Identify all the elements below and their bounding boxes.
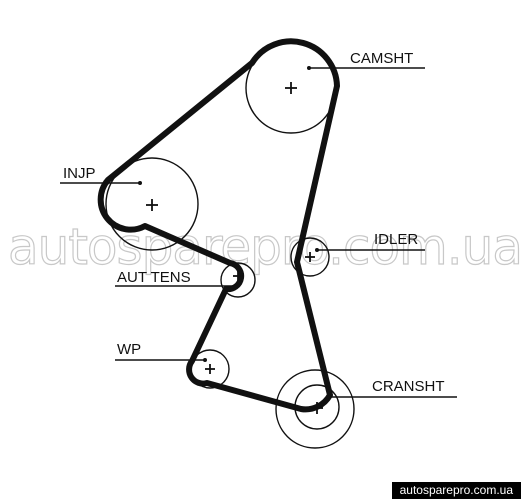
- water-pump-callout: WP: [115, 341, 207, 362]
- injection-pump-label: INJP: [63, 165, 96, 182]
- timing-belt: [97, 38, 340, 413]
- idler-pulley: [290, 237, 330, 277]
- footer-watermark-tag[interactable]: autosparepro.com.ua: [391, 482, 521, 499]
- water-pump-leader-dot: [203, 358, 207, 362]
- auto-tensioner-pulley-outline: [220, 262, 256, 298]
- injection-pump-leader-dot: [138, 181, 142, 185]
- watermark-text: autosparepro.com.ua: [8, 218, 521, 276]
- auto-tensioner-center-icon: [233, 271, 243, 281]
- water-pump-pulley: [190, 349, 230, 389]
- camshaft-pulley-outline: [245, 42, 337, 134]
- crankshaft-pulley: [275, 369, 355, 449]
- auto-tensioner-callout: AUT TENS: [115, 269, 238, 288]
- camshaft-pulley: [245, 42, 337, 134]
- water-pump-label: WP: [117, 341, 141, 358]
- camshaft-leader-dot: [307, 66, 311, 70]
- injection-pump-center-icon: [146, 199, 158, 211]
- idler-center-icon: [305, 252, 315, 262]
- auto-tensioner-pulley: [220, 262, 256, 298]
- injection-pump-pulley: [105, 157, 199, 251]
- crankshaft-leader-dot: [326, 395, 330, 399]
- crankshaft-center-icon: [311, 402, 323, 414]
- crankshaft-label: CRANSHT: [372, 378, 445, 395]
- crankshaft-pulley-outer: [275, 369, 355, 449]
- auto-tensioner-leader-dot: [234, 284, 238, 288]
- water-pump-center-icon: [205, 364, 215, 374]
- camshaft-label: CAMSHT: [350, 50, 413, 67]
- auto-tensioner-label: AUT TENS: [117, 269, 191, 286]
- idler-callout: IDLER: [315, 231, 425, 252]
- idler-pulley-outline: [290, 237, 330, 277]
- idler-label: IDLER: [374, 231, 418, 248]
- camshaft-center-icon: [285, 82, 297, 94]
- crankshaft-callout: CRANSHT: [326, 378, 457, 399]
- injection-pump-callout: INJP: [60, 165, 142, 185]
- water-pump-pulley-outline: [190, 349, 230, 389]
- camshaft-callout: CAMSHT: [307, 50, 425, 70]
- crankshaft-pulley-inner: [294, 384, 340, 430]
- idler-leader-dot: [315, 248, 319, 252]
- injection-pump-pulley-outline: [105, 157, 199, 251]
